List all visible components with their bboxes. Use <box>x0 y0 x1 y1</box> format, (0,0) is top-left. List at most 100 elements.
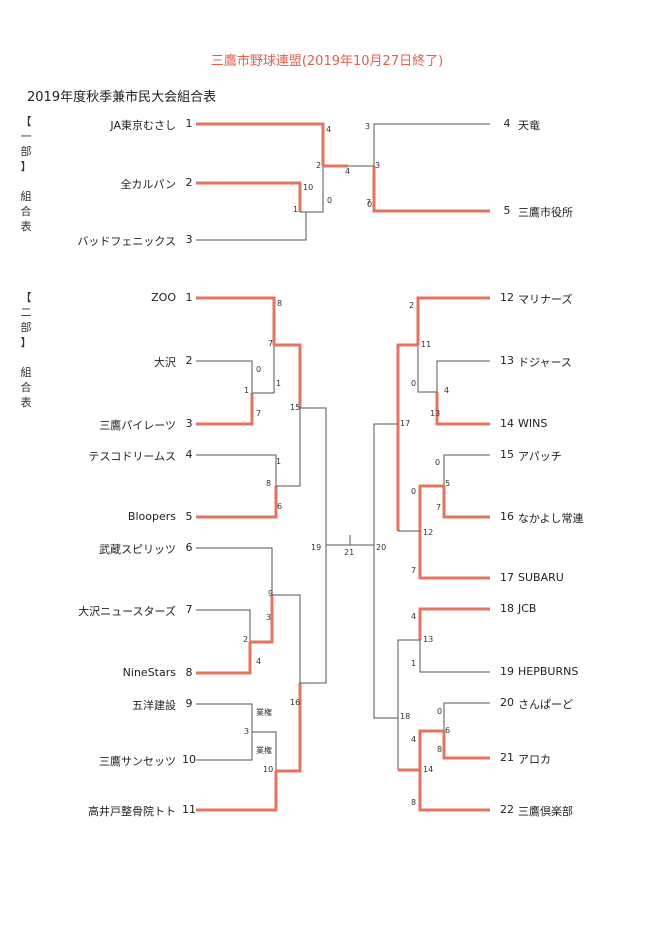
score-label: 7 <box>268 339 274 348</box>
team-name: HEPBURNS <box>518 665 579 678</box>
score-label: 10 <box>263 765 274 774</box>
bracket-line <box>373 545 398 719</box>
bracket-line <box>196 609 251 642</box>
team-seed: 14 <box>500 417 514 430</box>
score-label: 0 <box>256 365 262 374</box>
team-seed: 4 <box>185 448 193 461</box>
team-seed: 15 <box>500 448 514 461</box>
team-seed: 1 <box>185 291 193 304</box>
bracket-line <box>443 454 490 486</box>
division-2-label: 【二部】 組合表 <box>20 291 32 409</box>
bracket-line <box>196 703 253 732</box>
bracket-line <box>300 545 327 684</box>
bracket-line <box>196 486 278 519</box>
bracket-line <box>373 423 398 545</box>
score-label: 4 <box>444 386 450 395</box>
score-label: 1 <box>293 205 299 214</box>
page-title: 2019年度秋季兼市民大会組合表 <box>27 90 217 105</box>
team-name: SUBARU <box>518 571 564 584</box>
score-label: 0 <box>437 707 443 716</box>
bracket-line <box>416 296 490 345</box>
team-name: テスコドリームス <box>88 450 176 463</box>
bracket-line <box>274 343 302 408</box>
score-label: 3 <box>365 122 371 131</box>
bracket-line <box>442 731 490 760</box>
bracket-line <box>435 392 490 426</box>
team-seed: 22 <box>500 803 514 816</box>
score-label: 業権 <box>256 746 272 755</box>
score-label: 3 <box>375 161 381 170</box>
team-name: Bloopers <box>127 510 176 523</box>
team-seed: 5 <box>503 204 511 217</box>
team-name: JA東京むさし <box>110 119 176 132</box>
team-seed: 13 <box>500 354 514 367</box>
score-label: 20 <box>376 543 387 552</box>
team-name: 三鷹パイレーツ <box>99 419 176 432</box>
team-seed: 2 <box>185 354 193 367</box>
score-label: 1 <box>244 386 250 395</box>
score-label: 14 <box>423 765 434 774</box>
bracket-line <box>373 123 490 166</box>
team-name: 大沢ニュースターズ <box>78 605 176 618</box>
team-seed: 10 <box>182 753 196 766</box>
score-label: 1 <box>411 659 417 668</box>
bracket-line <box>396 343 418 531</box>
bracket-line <box>196 771 278 812</box>
team-seed: 4 <box>503 117 511 130</box>
score-label: 0 <box>411 487 417 496</box>
team-name: さんぱーど <box>518 698 573 711</box>
team-seed: 19 <box>500 665 514 678</box>
team-name: ドジャース <box>518 356 572 369</box>
bracket-line <box>419 640 490 673</box>
bracket-line <box>196 454 277 486</box>
team-seed: 6 <box>185 541 193 554</box>
team-seed: 3 <box>185 233 193 246</box>
bracket-line <box>418 531 490 580</box>
bracket-line <box>196 732 253 761</box>
team-name: NineStars <box>122 666 176 679</box>
team-seed: 8 <box>185 666 193 679</box>
score-label: 21 <box>344 548 355 557</box>
team-seed: 7 <box>185 603 193 616</box>
team-name: JCB <box>518 602 537 615</box>
bracket-line <box>397 639 420 770</box>
score-label: 8 <box>277 299 283 308</box>
bracket-line <box>443 702 490 731</box>
score-label: 7 <box>411 566 417 575</box>
bracket-line <box>418 607 490 640</box>
score-label: 0 <box>367 200 373 209</box>
team-seed: 11 <box>182 803 196 816</box>
team-name: ZOO <box>151 291 176 304</box>
score-label: 10 <box>303 183 314 192</box>
team-name: 三鷹サンセッツ <box>99 755 176 768</box>
team-seed: 16 <box>500 510 514 523</box>
team-name: なかよし常連 <box>518 512 584 525</box>
bracket-line <box>252 731 277 771</box>
team-name: 全カルパン <box>120 178 176 191</box>
bracket-line <box>272 594 301 683</box>
score-label: 17 <box>400 419 411 428</box>
score-label: 1 <box>276 457 282 466</box>
team-name: 武蔵スピリッツ <box>99 543 176 556</box>
bracket-line <box>252 345 275 394</box>
bracket-line <box>196 122 325 166</box>
bracket-line <box>196 547 273 595</box>
score-label: 8 <box>437 745 443 754</box>
bracket-line <box>306 166 324 213</box>
score-label: 12 <box>423 528 434 537</box>
score-label: 6 <box>445 726 451 735</box>
score-label: 18 <box>400 712 411 721</box>
team-name: 五洋建設 <box>132 699 176 712</box>
team-name: 三鷹市役所 <box>518 206 573 219</box>
team-seed: 9 <box>185 697 193 710</box>
bracket-line <box>196 181 302 212</box>
score-label: 7 <box>366 198 372 207</box>
division-1-label: 【一部】 組合表 <box>20 115 32 233</box>
team-name: アロカ <box>518 753 551 766</box>
bracket-line <box>417 345 437 393</box>
bracket-line <box>418 484 444 531</box>
score-label: 4 <box>256 657 262 666</box>
team-seed: 21 <box>500 751 514 764</box>
bracket-line <box>196 642 252 675</box>
